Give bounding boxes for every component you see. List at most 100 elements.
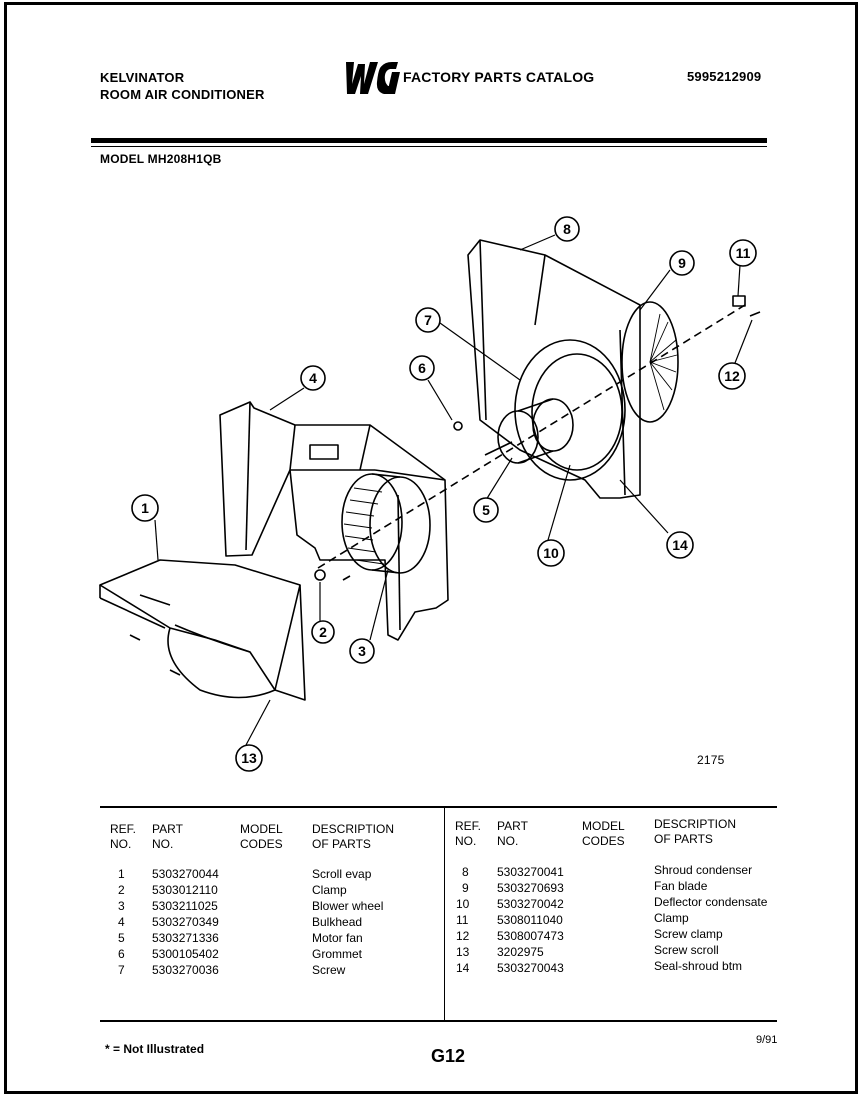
svg-text:7: 7 — [424, 312, 432, 328]
small-hardware — [314, 295, 761, 581]
svg-text:12: 12 — [724, 368, 740, 384]
table-cell-part: 5303012110 — [152, 883, 218, 897]
callout-5: 5 — [473, 497, 499, 523]
callout-3: 3 — [349, 638, 375, 664]
callout-10: 10 — [537, 539, 565, 567]
figure-number: 2175 — [697, 753, 725, 767]
table-cell-ref: 14 — [456, 961, 470, 975]
table-cell-ref: 2 — [118, 883, 125, 897]
callout-12: 12 — [718, 362, 746, 390]
header-rule-thin — [91, 146, 767, 147]
header-ref: REF.NO. — [110, 822, 137, 851]
table-cell-desc: Bulkhead — [312, 915, 363, 929]
revision-date: 9/91 — [756, 1034, 778, 1046]
callout-13: 13 — [235, 744, 263, 772]
model-number: MODEL MH208H1QB — [100, 152, 222, 166]
header-ref-right: REF.NO. — [455, 819, 482, 848]
callout-11: 11 — [729, 239, 757, 267]
svg-text:11: 11 — [736, 245, 751, 261]
header-rule — [91, 138, 767, 143]
wci-logo — [340, 60, 402, 96]
callout-9: 9 — [669, 250, 695, 276]
callout-4: 4 — [300, 365, 326, 391]
table-cell-ref: 13 — [456, 945, 470, 959]
table-cell-desc: Deflector condensate — [654, 895, 768, 909]
svg-text:14: 14 — [672, 537, 688, 553]
page-number: G12 — [431, 1046, 466, 1066]
table-cell-desc: Motor fan — [312, 931, 363, 945]
svg-text:3: 3 — [358, 643, 366, 659]
table-cell-part: 5303270349 — [152, 915, 219, 929]
svg-text:2: 2 — [319, 624, 327, 640]
shroud-condenser-part — [467, 239, 641, 499]
table-cell-desc: Clamp — [312, 883, 347, 897]
callout-6: 6 — [409, 355, 435, 381]
not-illustrated-note: * = Not Illustrated — [105, 1042, 205, 1056]
table-cell-desc: Scroll evap — [312, 867, 372, 881]
callout-8: 8 — [554, 216, 580, 242]
table-cell-part: 5308011040 — [497, 913, 563, 927]
motor-fan-part — [484, 398, 574, 464]
svg-text:8: 8 — [563, 221, 571, 237]
page-border — [4, 2, 858, 1094]
svg-text:1: 1 — [141, 500, 149, 516]
table-cell-ref: 8 — [462, 865, 469, 879]
document-number: 5995212909 — [687, 69, 762, 84]
table-cell-ref: 11 — [456, 913, 469, 927]
callout-7: 7 — [415, 307, 441, 333]
table-cell-part: 5303270041 — [497, 865, 564, 879]
table-cell-desc: Screw clamp — [654, 927, 723, 941]
table-cell-desc: Clamp — [654, 911, 689, 925]
table-cell-desc: Shroud condenser — [654, 863, 753, 877]
table-cell-ref: 9 — [462, 881, 469, 895]
svg-text:9: 9 — [678, 255, 686, 271]
table-cell-part: 5300105402 — [152, 947, 219, 961]
callout-2: 2 — [311, 620, 335, 644]
table-cell-part: 5303270036 — [152, 963, 219, 977]
table-cell-part: 5303270693 — [497, 881, 564, 895]
svg-text:5: 5 — [482, 502, 490, 518]
svg-text:6: 6 — [418, 360, 426, 376]
table-top-rule — [100, 806, 777, 808]
blower-wheel-part — [341, 473, 431, 574]
table-cell-desc: Screw scroll — [654, 943, 719, 957]
table-cell-part: 5303211025 — [152, 899, 218, 913]
table-bottom-rule — [100, 1020, 777, 1022]
fan-blade-part — [621, 301, 679, 423]
bulkhead-part — [219, 401, 449, 641]
table-cell-part: 3202975 — [497, 945, 544, 959]
table-cell-part: 5308007473 — [497, 929, 564, 943]
table-cell-part: 5303271336 — [152, 931, 219, 945]
scroll-evap-part — [99, 559, 306, 701]
table-cell-ref: 3 — [118, 899, 125, 913]
svg-text:13: 13 — [241, 750, 257, 766]
table-cell-ref: 1 — [118, 867, 125, 881]
leader-lines — [154, 234, 753, 746]
table-cell-part: 5303270043 — [497, 961, 564, 975]
table-cell-ref: 4 — [118, 915, 125, 929]
table-cell-ref: 12 — [456, 929, 470, 943]
table-cell-part: 5303270044 — [152, 867, 219, 881]
callout-14: 14 — [666, 531, 694, 559]
product-line: ROOM AIR CONDITIONER — [100, 87, 265, 102]
table-cell-desc: Seal-shroud btm — [654, 959, 743, 973]
table-cell-desc: Fan blade — [654, 879, 708, 893]
table-cell-ref: 7 — [118, 963, 125, 977]
table-cell-ref: 5 — [118, 931, 125, 945]
table-cell-part: 5303270042 — [497, 897, 564, 911]
table-cell-ref: 10 — [456, 897, 470, 911]
table-cell-ref: 6 — [118, 947, 125, 961]
table-divider — [444, 808, 445, 1020]
callout-1: 1 — [131, 494, 159, 522]
table-cell-desc: Blower wheel — [312, 899, 384, 913]
catalog-title: FACTORY PARTS CATALOG — [403, 69, 595, 85]
brand-name: KELVINATOR — [100, 70, 185, 85]
table-cell-desc: Grommet — [312, 947, 363, 961]
